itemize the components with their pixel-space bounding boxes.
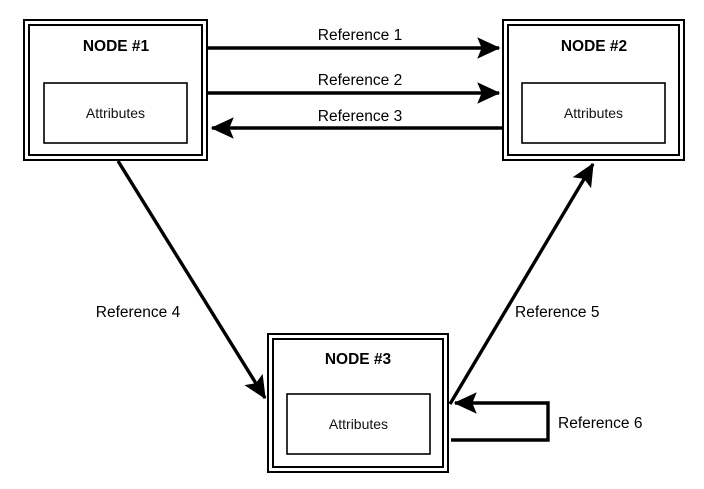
ref6-self-loop-arrow	[451, 392, 550, 442]
node2-inner-border	[507, 24, 680, 156]
node3-attributes-label: Attributes	[329, 416, 388, 432]
ref5-label: Reference 5	[515, 304, 599, 321]
ref1-label: Reference 1	[318, 27, 402, 44]
ref3-label: Reference 3	[318, 108, 402, 125]
node3-attributes-box[interactable]	[286, 393, 431, 455]
node-node1[interactable]: NODE #1 Attributes	[23, 19, 208, 161]
node1-attributes-box[interactable]	[43, 82, 188, 144]
node2-attributes-label: Attributes	[564, 105, 623, 121]
node-node2[interactable]: NODE #2 Attributes	[502, 19, 685, 161]
ref6-label: Reference 6	[558, 415, 642, 432]
node3-inner-border	[272, 338, 444, 468]
ref2-label: Reference 2	[318, 72, 402, 89]
ref4-label: Reference 4	[96, 304, 181, 321]
ref5-arrow	[448, 162, 595, 405]
edge-ref2[interactable]: Reference 2	[208, 72, 501, 104]
edge-ref6[interactable]: Reference 6	[451, 392, 642, 442]
node2-attributes-box[interactable]	[521, 82, 666, 144]
node-node3[interactable]: NODE #3 Attributes	[267, 333, 449, 473]
node1-attributes-label: Attributes	[86, 105, 145, 121]
node3-title: NODE #3	[325, 351, 392, 368]
ref4-arrow	[116, 160, 267, 400]
node1-inner-border	[28, 24, 203, 156]
edge-ref4[interactable]: Reference 4	[96, 160, 267, 400]
edge-ref3[interactable]: Reference 3	[210, 108, 503, 139]
edge-ref5[interactable]: Reference 5	[448, 162, 599, 405]
edge-ref1[interactable]: Reference 1	[208, 27, 501, 59]
node1-title: NODE #1	[83, 38, 150, 55]
node2-title: NODE #2	[561, 38, 627, 55]
